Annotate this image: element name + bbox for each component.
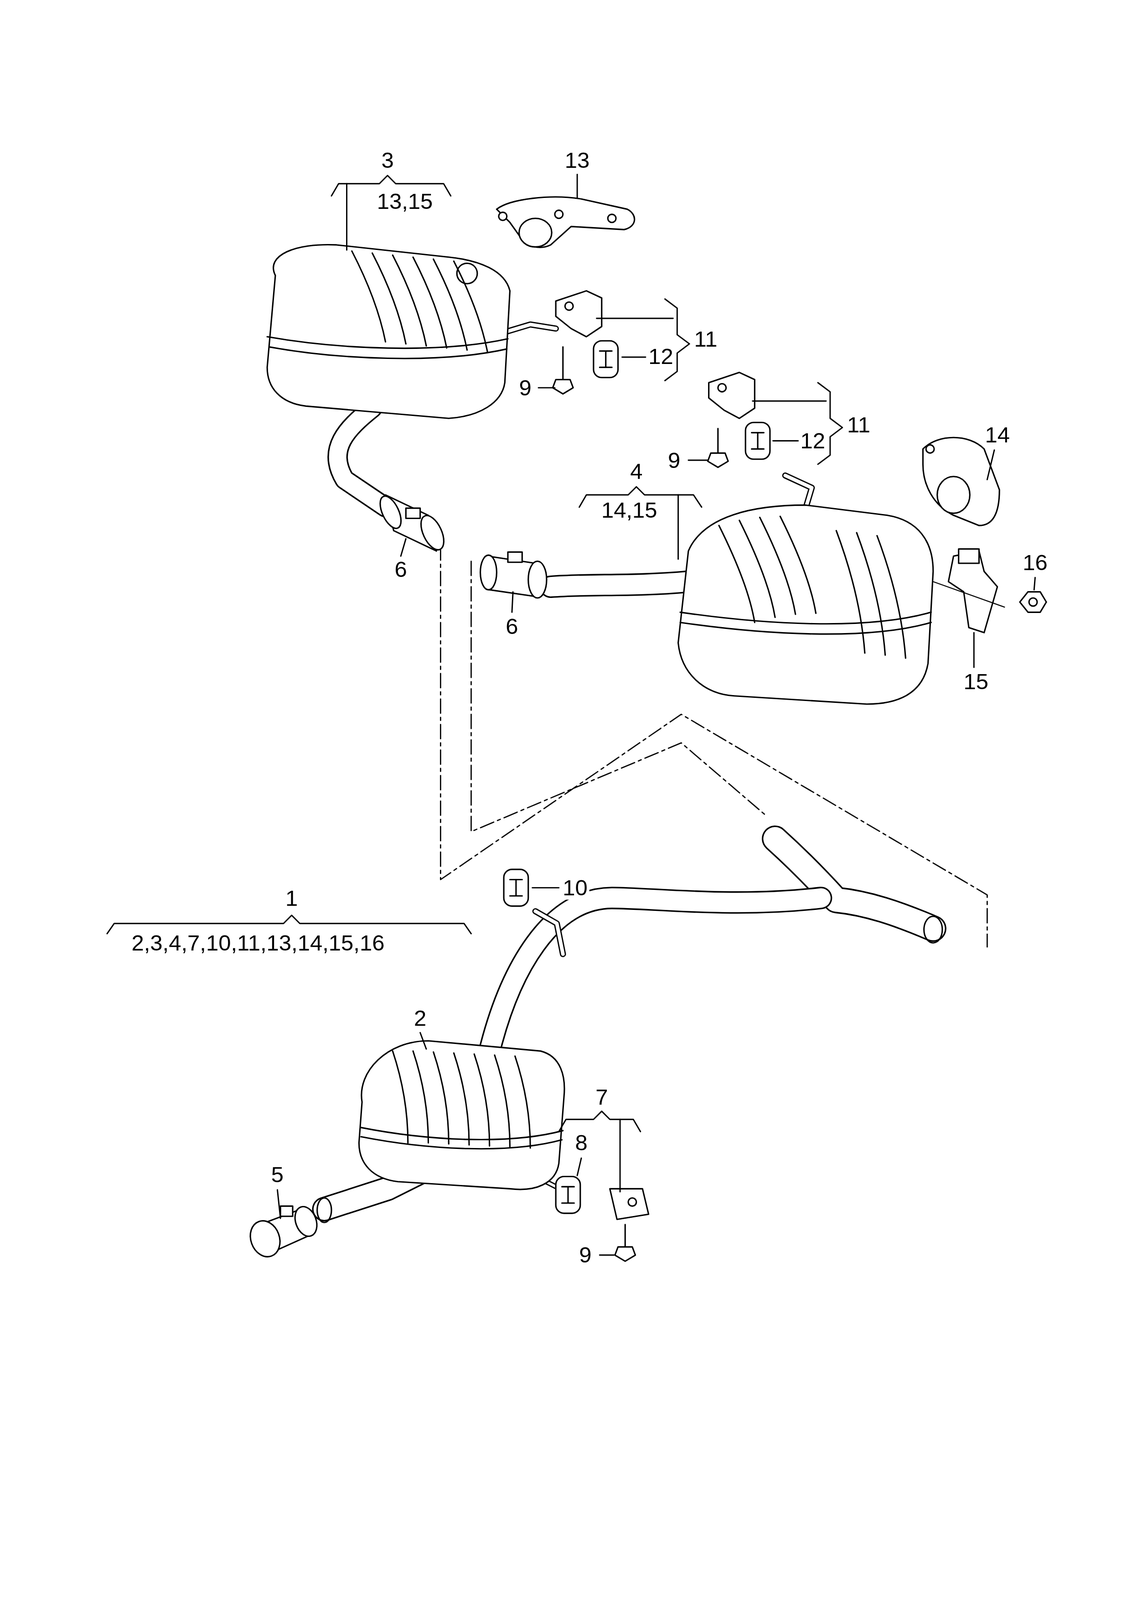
pipe-clamp: [245, 1203, 321, 1261]
callout-number: 3: [379, 148, 396, 173]
callout-number: 15: [961, 669, 991, 694]
pipe-clamp: [375, 492, 449, 554]
callout-number: 6: [392, 557, 409, 582]
tailpipe-trim: [922, 437, 1000, 526]
callout-number: 2: [412, 1005, 429, 1030]
callout-number: 5: [269, 1161, 286, 1186]
callout-number: 10: [560, 875, 590, 900]
callout-number: 14: [982, 422, 1012, 447]
callout-number: 14,15: [599, 497, 660, 523]
callout-number: 16: [1020, 549, 1050, 574]
front-pipe: [324, 838, 943, 1209]
callout-number: 1: [283, 885, 300, 910]
callout-number: 4: [628, 459, 645, 484]
callout-number: 6: [503, 614, 520, 639]
rear-silencer-left: [267, 244, 556, 507]
leader-line: [107, 174, 1036, 1255]
pipe-clamp: [480, 551, 547, 598]
callout-number: 9: [516, 375, 533, 400]
callout-number: 11: [845, 412, 873, 437]
callout-number: 7: [593, 1084, 610, 1109]
callout-number: 9: [577, 1242, 594, 1267]
callout-number: 13,15: [375, 188, 435, 213]
callout-number: 12: [798, 428, 828, 453]
rubber-mount: [503, 340, 771, 1213]
bolt: [552, 346, 729, 1262]
callout-number: 8: [573, 1130, 590, 1155]
hanger-bracket: [555, 290, 755, 1220]
centre-silencer: [317, 1040, 565, 1222]
mounting-bracket: [933, 548, 1005, 633]
callout-number: 13: [563, 148, 592, 173]
callout-number: 11: [692, 326, 720, 351]
tailpipe-trim: [496, 196, 635, 248]
callout-number: 12: [646, 343, 676, 368]
hex-nut: [1019, 591, 1047, 613]
callout-number: 9: [666, 447, 683, 472]
callout-number: 2,3,4,7,10,11,13,14,15,16: [129, 930, 387, 955]
rear-silencer-right: [550, 475, 934, 704]
